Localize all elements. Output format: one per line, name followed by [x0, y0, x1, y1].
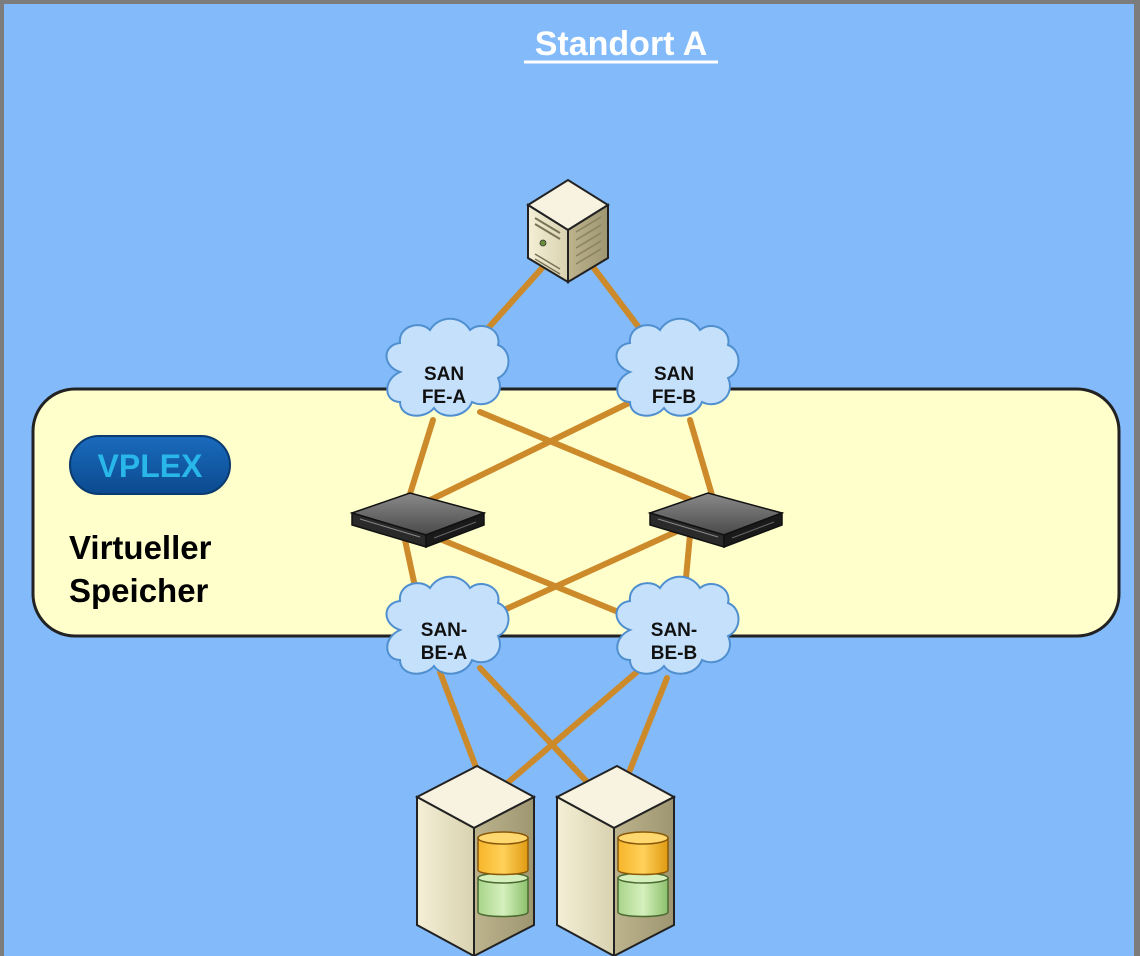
link-fe-b-dir2 — [687, 417, 715, 498]
cloud-label-line2: FE-B — [652, 387, 696, 408]
cloud-label-line2: FE-A — [422, 387, 467, 408]
vplex-badge-label: VPLEX — [98, 448, 204, 484]
link-dir1-be-b — [427, 532, 653, 628]
cloud-label-line1: SAN- — [651, 620, 697, 641]
virtual-storage-label-line2: Speicher — [69, 572, 209, 609]
cloud-icon — [385, 317, 510, 417]
link-be-a-storage1 — [437, 669, 480, 773]
cloud-san-fe-a[interactable]: SAN FE-A — [385, 317, 510, 417]
cloud-san-be-b[interactable]: SAN- BE-B — [615, 575, 740, 675]
cloud-label-line2: BE-B — [651, 643, 697, 664]
cloud-san-fe-b[interactable]: SAN FE-B — [615, 317, 740, 417]
cloud-label-line2: BE-A — [421, 643, 468, 664]
cloud-label-line1: SAN- — [421, 620, 467, 641]
cloud-label-line1: SAN — [424, 364, 464, 385]
link-fe-b-dir1 — [417, 397, 638, 508]
vplex-badge: VPLEX — [69, 435, 231, 495]
links — [402, 264, 718, 788]
virtual-storage-label-line1: Virtueller — [69, 529, 212, 566]
link-fe-a-dir2 — [477, 409, 718, 513]
virtual-storage-zone — [31, 387, 1121, 638]
disk-stack-icon — [617, 831, 669, 918]
rack-appliance-icon[interactable] — [349, 492, 487, 549]
cloud-icon — [615, 317, 740, 417]
link-be-a-storage2 — [477, 665, 593, 788]
rack-appliance-icon[interactable] — [647, 492, 785, 549]
cloud-san-be-a[interactable]: SAN- BE-A — [385, 575, 510, 675]
storage-array-icon[interactable] — [554, 764, 677, 956]
cloud-icon — [615, 575, 740, 675]
cloud-icon — [385, 575, 510, 675]
link-be-b-storage1 — [502, 662, 648, 788]
cloud-label-line1: SAN — [654, 364, 694, 385]
link-be-b-storage2 — [627, 675, 670, 773]
server-tower-icon[interactable] — [526, 178, 610, 284]
site-title: Standort A — [535, 25, 708, 63]
storage-array-icon[interactable] — [414, 764, 537, 956]
disk-stack-icon — [477, 831, 529, 918]
